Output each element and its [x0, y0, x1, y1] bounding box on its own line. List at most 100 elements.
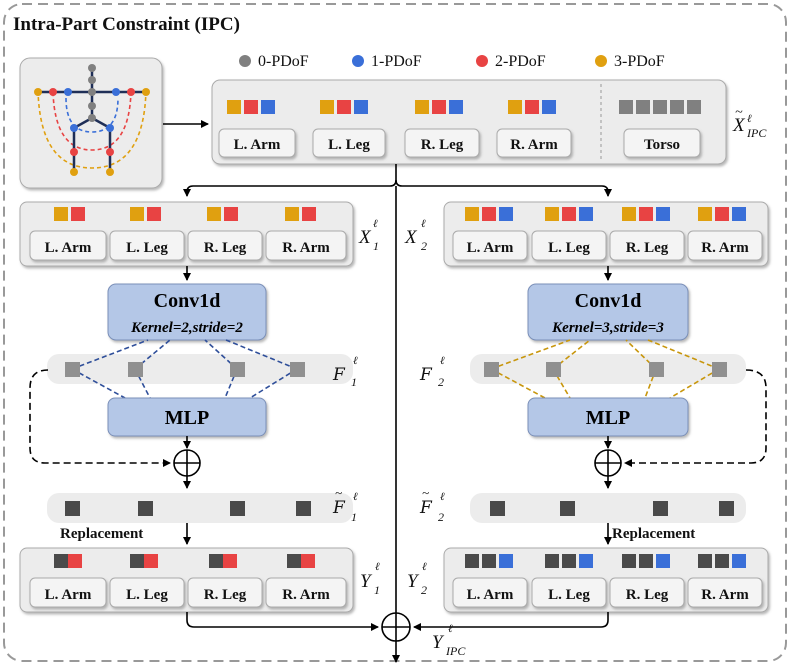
- svg-text:X: X: [358, 227, 372, 248]
- left-input-math: X ℓ 1: [358, 218, 379, 253]
- svg-text:ℓ: ℓ: [440, 355, 445, 367]
- top-squares-l-arm: [227, 100, 275, 114]
- left-in-l-arm: L. Arm: [45, 240, 92, 256]
- left-refined-strip: [47, 493, 353, 523]
- svg-text:ℓ: ℓ: [353, 491, 358, 503]
- left-conv-params: Kernel=2,stride=2: [130, 320, 243, 336]
- right-add-icon: [594, 449, 622, 477]
- top-squares-l-leg: [320, 100, 368, 114]
- left-in-l-leg: L. Leg: [126, 240, 168, 256]
- legend-dot-3: [595, 55, 607, 67]
- svg-text:1: 1: [373, 239, 379, 253]
- svg-text:1: 1: [351, 375, 357, 389]
- left-in-r-arm: R. Arm: [282, 240, 330, 256]
- top-label-l-leg: L. Leg: [328, 137, 370, 153]
- final-math: Y ℓ IPC: [432, 623, 466, 658]
- svg-text:~: ~: [335, 485, 342, 500]
- left-refined-math: F ~ ℓ 1: [332, 485, 358, 524]
- legend-dot-2: [476, 55, 488, 67]
- svg-text:1: 1: [374, 583, 380, 597]
- right-refined-strip: [470, 493, 746, 523]
- svg-text:F: F: [332, 498, 346, 518]
- legend-label-1: 1-PDoF: [371, 53, 422, 70]
- left-out-l-arm: L. Arm: [45, 587, 92, 603]
- legend-label-2: 2-PDoF: [495, 53, 546, 70]
- svg-text:1: 1: [351, 510, 357, 524]
- svg-text:2: 2: [421, 583, 427, 597]
- svg-text:ℓ: ℓ: [375, 561, 380, 573]
- svg-text:ℓ: ℓ: [353, 355, 358, 367]
- right-output-math: Y ℓ 2: [407, 561, 427, 597]
- svg-text:ℓ: ℓ: [747, 113, 752, 125]
- svg-text:IPC: IPC: [746, 126, 767, 140]
- skeleton-panel: [19, 57, 163, 189]
- top-squares-torso: [619, 100, 701, 114]
- svg-text:2: 2: [438, 510, 444, 524]
- diagram-title: Intra-Part Constraint (IPC): [13, 14, 240, 35]
- right-input-panel: L. Arm L. Leg R. Leg R. Arm: [443, 201, 769, 267]
- svg-text:F: F: [419, 365, 433, 385]
- top-label-r-arm: R. Arm: [510, 137, 558, 153]
- final-add-icon: [381, 612, 411, 642]
- legend-label-0: 0-PDoF: [258, 53, 309, 70]
- left-out-l-leg: L. Leg: [126, 587, 168, 603]
- svg-text:2: 2: [438, 375, 444, 389]
- left-output-panel: L. Arm L. Leg R. Leg R. Arm: [19, 547, 354, 613]
- right-conv-title: Conv1d: [575, 290, 642, 312]
- svg-text:ℓ: ℓ: [373, 218, 378, 230]
- right-feature-strip: [470, 354, 746, 384]
- left-feature-math: F ℓ 1: [332, 355, 358, 389]
- top-math-label: X ~ ℓ IPC: [732, 105, 767, 140]
- right-out-r-leg: R. Leg: [626, 587, 669, 603]
- svg-text:ℓ: ℓ: [421, 218, 426, 230]
- legend-dot-1: [352, 55, 364, 67]
- right-out-r-arm: R. Arm: [701, 587, 749, 603]
- left-mlp-block: MLP: [107, 397, 267, 437]
- right-in-l-leg: L. Leg: [548, 240, 590, 256]
- svg-text:Y: Y: [360, 571, 373, 592]
- right-out-l-leg: L. Leg: [548, 587, 590, 603]
- top-label-base: X: [732, 115, 746, 136]
- svg-text:X: X: [404, 227, 418, 248]
- right-conv-params: Kernel=3,stride=3: [551, 320, 664, 336]
- svg-text:IPC: IPC: [445, 644, 466, 658]
- top-label-torso: Torso: [644, 137, 680, 153]
- svg-text:ℓ: ℓ: [448, 623, 453, 635]
- right-conv-block: Conv1d Kernel=3,stride=3: [527, 283, 689, 341]
- left-out-r-arm: R. Arm: [282, 587, 330, 603]
- left-output-math: Y ℓ 1: [360, 561, 380, 597]
- right-in-r-arm: R. Arm: [701, 240, 749, 256]
- right-replacement: Replacement: [612, 526, 695, 542]
- right-in-r-leg: R. Leg: [626, 240, 669, 256]
- svg-text:Y: Y: [407, 571, 420, 592]
- left-add-icon: [173, 449, 201, 477]
- legend-label-3: 3-PDoF: [614, 53, 665, 70]
- left-in-r-leg: R. Leg: [204, 240, 247, 256]
- top-parts-panel: L. Arm L. Leg R. Leg R. Arm Torso: [211, 79, 727, 165]
- top-label-l-arm: L. Arm: [234, 137, 281, 153]
- right-mlp-block: MLP: [527, 397, 689, 437]
- svg-text:~: ~: [422, 485, 429, 500]
- right-out-l-arm: L. Arm: [467, 587, 514, 603]
- svg-text:2: 2: [421, 239, 427, 253]
- left-replacement: Replacement: [60, 526, 143, 542]
- svg-text:Y: Y: [432, 632, 445, 653]
- right-refined-math: F ~ ℓ 2: [419, 485, 445, 524]
- left-conv-title: Conv1d: [154, 290, 221, 312]
- left-out-r-leg: R. Leg: [204, 587, 247, 603]
- legend: 0-PDoF 1-PDoF 2-PDoF 3-PDoF: [239, 53, 665, 70]
- top-squares-r-leg: [415, 100, 463, 114]
- right-input-math: X ℓ 2: [404, 218, 427, 253]
- right-in-l-arm: L. Arm: [467, 240, 514, 256]
- legend-dot-0: [239, 55, 251, 67]
- right-feature-math: F ℓ 2: [419, 355, 445, 389]
- right-mlp: MLP: [586, 407, 630, 429]
- left-mlp: MLP: [165, 407, 209, 429]
- left-input-panel: L. Arm L. Leg R. Leg R. Arm: [19, 201, 354, 267]
- svg-text:ℓ: ℓ: [440, 491, 445, 503]
- left-feature-strip: [47, 354, 353, 384]
- svg-text:ℓ: ℓ: [422, 561, 427, 573]
- left-conv-block: Conv1d Kernel=2,stride=2: [107, 283, 267, 341]
- svg-text:F: F: [332, 365, 346, 385]
